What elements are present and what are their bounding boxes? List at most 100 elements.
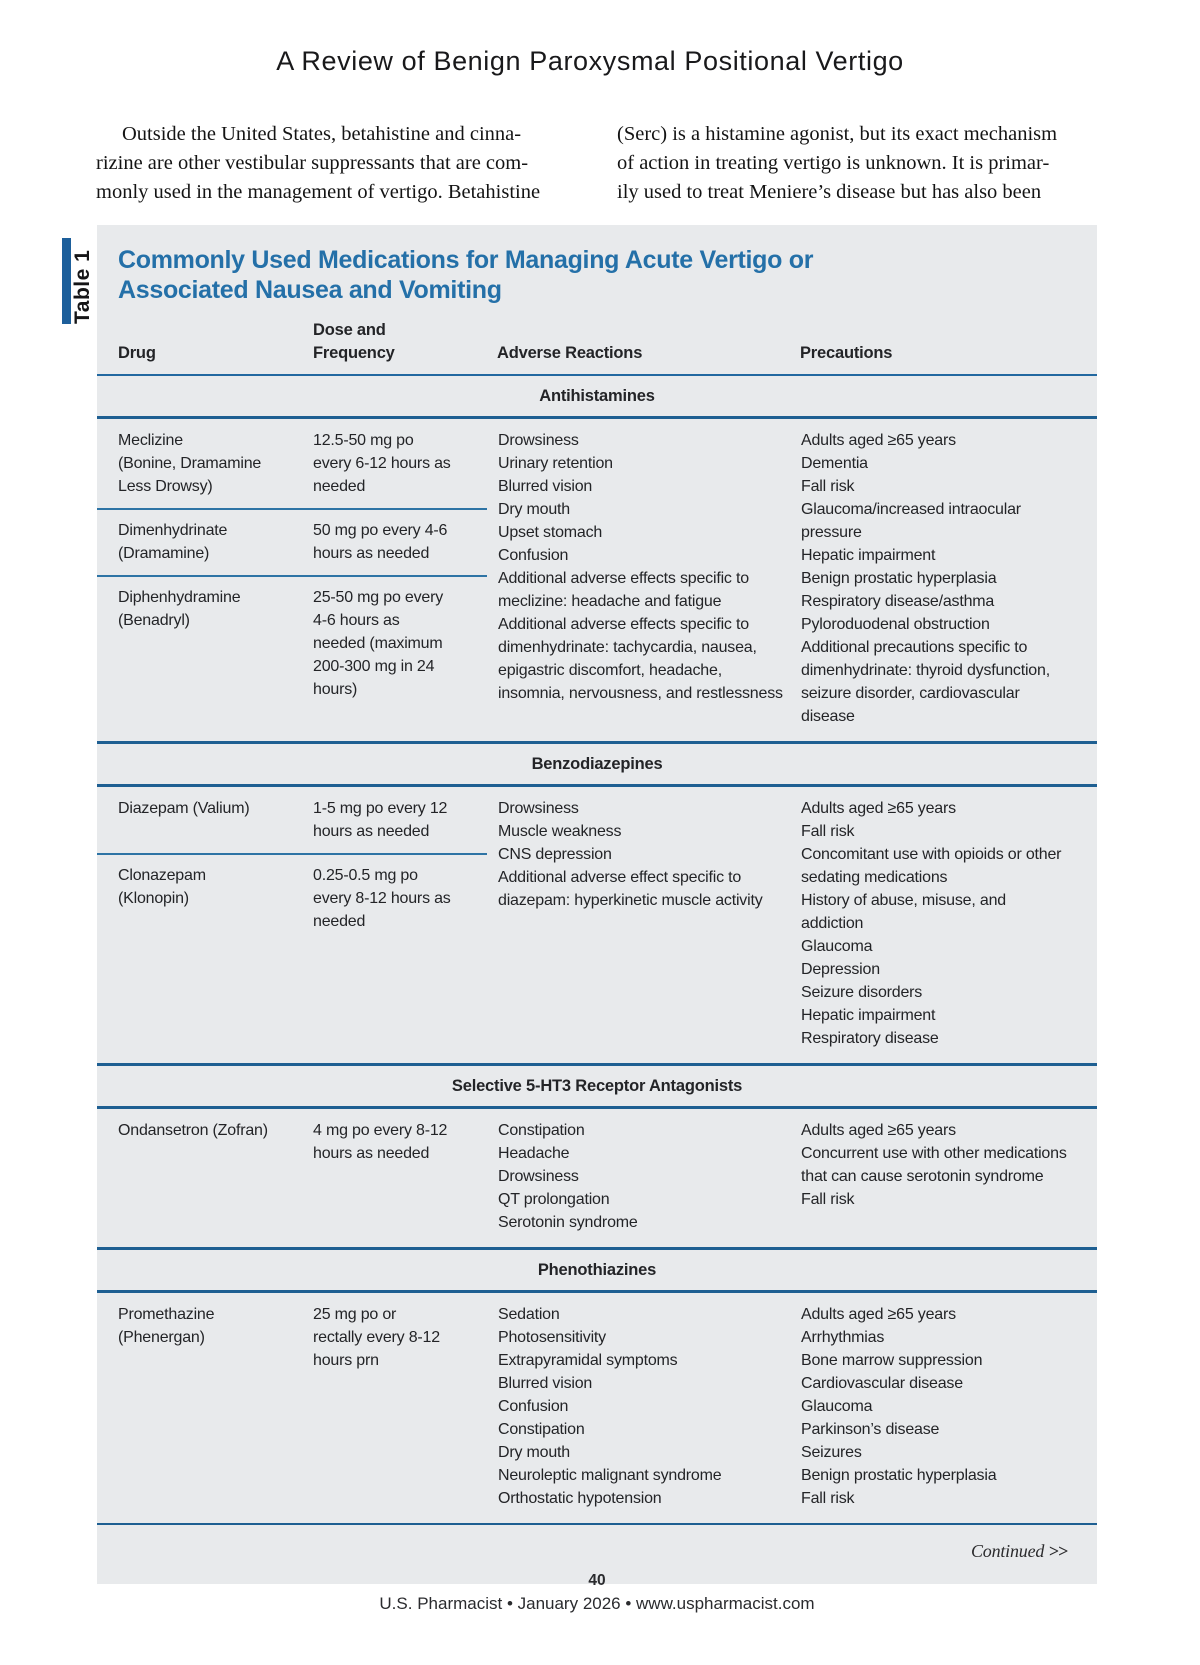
adverse-item: Urinary retention [498, 455, 613, 472]
medications-table: Commonly Used Medications for Managing A… [97, 225, 1097, 1584]
precaution-item: Respiratory disease [801, 1030, 939, 1047]
adverse-item: Sedation [498, 1306, 560, 1323]
precaution-item: Respiratory disease/asthma [801, 593, 995, 610]
precaution-item: Benign prostatic hyperplasia [801, 1467, 997, 1484]
precaution-item: Hepatic impairment [801, 547, 936, 564]
adverse-item: CNS depression [498, 846, 612, 863]
precaution-item: Seizures [801, 1444, 862, 1461]
precaution-item: Adults aged ≥65 years [801, 1306, 956, 1323]
drug-name: Diphenhydramine(Benadryl) [118, 589, 241, 629]
precaution-item: Dementia [801, 455, 868, 472]
intro-column-left: Outside the United States, betahistine a… [96, 120, 581, 207]
adverse-item: Muscle weakness [498, 823, 622, 840]
adverse-item: Constipation [498, 1122, 585, 1139]
column-header-adverse-reactions: Adverse Reactions [497, 344, 643, 362]
table-number-label: Table 1 [62, 238, 98, 324]
adverse-item: Orthostatic hypotension [498, 1490, 662, 1507]
precaution-item: History of abuse, misuse, and addiction [801, 892, 1006, 932]
precaution-item: Arrhythmias [801, 1329, 885, 1346]
continued-label: Continued [970, 1541, 1045, 1561]
adverse-item: Drowsiness [498, 1168, 579, 1185]
intro-line: monly used in the management of vertigo.… [96, 181, 541, 203]
continued-notice: Continued >> [97, 1525, 1097, 1584]
adverse-item: Additional adverse effects specific to d… [498, 616, 783, 702]
page-footer: 40 U.S. Pharmacist • January 2026 • www.… [97, 1572, 1097, 1614]
adverse-item: Serotonin syndrome [498, 1214, 638, 1231]
intro-line: Outside the United States, betahistine a… [122, 123, 522, 145]
section-header: Phenothiazines [97, 1250, 1097, 1293]
adverse-item: Drowsiness [498, 432, 579, 449]
precaution-item: Benign prostatic hyperplasia [801, 570, 997, 587]
precaution-item: Parkinson’s disease [801, 1421, 940, 1438]
adverse-item: Constipation [498, 1421, 585, 1438]
drug-name: Dimenhydrinate(Dramamine) [118, 522, 228, 562]
intro-line: rizine are other vestibular suppressants… [96, 152, 529, 174]
column-header-precautions: Precautions [800, 344, 893, 362]
adverse-item: Photosensitivity [498, 1329, 606, 1346]
precaution-item: Glaucoma [801, 1398, 873, 1415]
intro-line: (Serc) is a histamine agonist, but its e… [617, 123, 1058, 145]
table-label-accent-bar [62, 238, 71, 324]
precaution-item: Fall risk [801, 823, 855, 840]
precaution-item: Adults aged ≥65 years [801, 800, 956, 817]
journal-credit-line: U.S. Pharmacist • January 2026 • www.usp… [379, 1594, 815, 1613]
precaution-item: Adults aged ≥65 years [801, 1122, 956, 1139]
drug-name: Clonazepam(Klonopin) [118, 867, 206, 907]
intro-line: ily used to treat Meniere’s disease but … [617, 181, 1042, 203]
precaution-item: Cardiovascular disease [801, 1375, 963, 1392]
precaution-item: Fall risk [801, 1490, 855, 1507]
adverse-item: Headache [498, 1145, 570, 1162]
intro-line: of action in treating vertigo is unknown… [617, 152, 1050, 174]
precaution-item: Bone marrow suppression [801, 1352, 983, 1369]
adverse-item: Confusion [498, 547, 569, 564]
adverse-item: Extrapyramidal symptoms [498, 1352, 678, 1369]
adverse-item: Drowsiness [498, 800, 579, 817]
continued-arrows-icon: >> [1048, 1541, 1067, 1561]
drug-name: Ondansetron (Zofran) [118, 1122, 268, 1139]
table-row: Dimenhydrinate(Dramamine)50 mg po every … [97, 519, 487, 577]
precaution-item: Hepatic impairment [801, 1007, 936, 1024]
drug-name: Promethazine(Phenergan) [118, 1306, 215, 1346]
precaution-item: Glaucoma/increased intraocular pressure [801, 501, 1021, 541]
table-row: Diphenhydramine(Benadryl) 25-50 mg po eve… [97, 586, 487, 711]
page-number: 40 [588, 1572, 606, 1589]
section-header: Benzodiazepines [97, 744, 1097, 787]
drug-name: Diazepam (Valium) [118, 800, 250, 817]
precaution-item: Fall risk [801, 478, 855, 495]
precaution-item: Adults aged ≥65 years [801, 432, 956, 449]
precaution-item: Depression [801, 961, 880, 978]
precaution-item: Glaucoma [801, 938, 873, 955]
adverse-item: Additional adverse effect specific to di… [498, 869, 763, 909]
precaution-item: Pyloroduodenal obstruction [801, 616, 990, 633]
column-header-dose-frequency: Dose and Frequency [313, 321, 395, 362]
precaution-item: Seizure disorders [801, 984, 923, 1001]
adverse-item: Blurred vision [498, 478, 593, 495]
adverse-item: QT prolongation [498, 1191, 610, 1208]
